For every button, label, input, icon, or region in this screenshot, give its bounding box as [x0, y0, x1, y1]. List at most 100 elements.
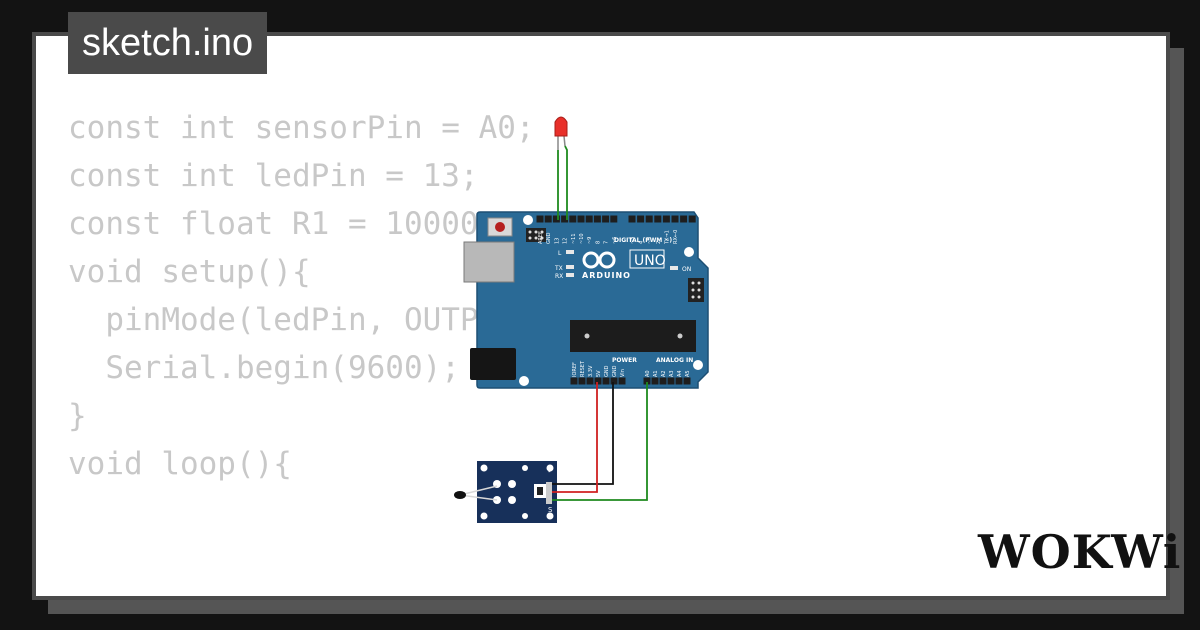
- ntc-sensor-module[interactable]: - S: [454, 461, 557, 523]
- wires: [552, 145, 648, 501]
- pin-socket[interactable]: [671, 215, 679, 223]
- pin-label: A1: [653, 370, 659, 377]
- pin-socket[interactable]: [610, 215, 618, 223]
- pin-socket[interactable]: [552, 215, 560, 223]
- pin-label: 5V: [596, 370, 602, 377]
- pin-socket[interactable]: [569, 215, 577, 223]
- pin-label: 3.3V: [588, 365, 594, 377]
- sensor-pin-label: -: [548, 468, 551, 476]
- file-tab[interactable]: sketch.ino: [68, 12, 268, 74]
- pin-label: A0: [645, 370, 651, 377]
- microcontroller-chip: [570, 320, 696, 352]
- mount-hole: [519, 376, 529, 386]
- analog-pin-header[interactable]: [643, 377, 691, 385]
- usb-port: [463, 241, 515, 283]
- pin-socket[interactable]: [578, 377, 586, 385]
- pin-socket[interactable]: [544, 215, 552, 223]
- pin-label: AREF: [538, 231, 544, 244]
- pin-socket[interactable]: [586, 377, 594, 385]
- arduino-infinity-logo: [582, 251, 616, 269]
- led-rx-label: RX: [555, 273, 563, 280]
- brand-label: ARDUINO: [582, 271, 631, 280]
- pin-socket[interactable]: [645, 215, 653, 223]
- digital-pin-header[interactable]: [536, 215, 696, 223]
- pin-socket[interactable]: [659, 377, 667, 385]
- mount-hole: [523, 215, 533, 225]
- pin-label: ~3: [647, 237, 653, 244]
- icsp-header: [526, 228, 546, 242]
- pin-socket[interactable]: [577, 215, 585, 223]
- sensor-resistor-body: [537, 487, 543, 495]
- pin-label: RX←0: [673, 230, 679, 244]
- pin-socket[interactable]: [680, 215, 688, 223]
- pin-socket[interactable]: [637, 215, 645, 223]
- pin-label: 7: [604, 241, 610, 244]
- pin-label: 12: [563, 238, 569, 244]
- pin-label: ~9: [587, 237, 593, 244]
- code-line: }: [68, 398, 87, 434]
- pin-label: 8: [595, 241, 601, 244]
- icsp-header: [688, 278, 704, 302]
- pin-label: RESET: [580, 360, 586, 377]
- arduino-uno-board[interactable]: DIGITAL (PWM ~) L TX RX ARDUINO UNO ON P…: [463, 211, 709, 389]
- pin-socket[interactable]: [651, 377, 659, 385]
- pin-label: 13: [554, 238, 560, 244]
- file-tab-label: sketch.ino: [82, 22, 254, 64]
- pin-socket[interactable]: [602, 215, 610, 223]
- pin-socket[interactable]: [585, 215, 593, 223]
- pin-label: ~5: [630, 237, 636, 244]
- analog-label: ANALOG IN: [656, 357, 693, 364]
- led-tx-label: TX: [554, 265, 563, 272]
- pin-socket[interactable]: [683, 377, 691, 385]
- thermistor-bead: [454, 491, 466, 499]
- pin-label: ~11: [571, 233, 577, 244]
- wire-sensor-signal[interactable]: [552, 382, 648, 501]
- pin-label: IOREF: [572, 362, 578, 377]
- pin-label: A5: [685, 370, 691, 377]
- led-body: [554, 116, 568, 137]
- sensor-pin-header[interactable]: [546, 482, 552, 504]
- pin-label: A3: [669, 370, 675, 377]
- wire-sensor-gnd[interactable]: [552, 382, 614, 485]
- power-jack: [470, 348, 516, 380]
- code-line: const int ledPin = 13;: [68, 158, 479, 194]
- pin-label: TX→1: [664, 230, 670, 245]
- mount-hole: [684, 247, 694, 257]
- pin-socket[interactable]: [643, 377, 651, 385]
- chip-notch: [584, 333, 590, 339]
- digital-header-label: DIGITAL (PWM ~): [614, 237, 672, 244]
- pin-socket[interactable]: [561, 215, 569, 223]
- power-label: POWER: [612, 357, 637, 364]
- wire-led-to-pin13[interactable]: [564, 145, 568, 220]
- power-pin-header[interactable]: [570, 377, 626, 385]
- pin-label: A4: [677, 370, 683, 377]
- mount-hole: [693, 360, 703, 370]
- pin-socket[interactable]: [536, 215, 544, 223]
- power-led: [670, 266, 678, 270]
- model-label-box: [629, 249, 665, 269]
- sensor-pin-label: S: [548, 506, 553, 514]
- pin-socket[interactable]: [628, 215, 636, 223]
- pin-socket[interactable]: [675, 377, 683, 385]
- pin-socket[interactable]: [593, 215, 601, 223]
- thermistor-lead: [459, 494, 498, 501]
- wokwi-logo: WOKWi: [977, 525, 1180, 579]
- pin-socket[interactable]: [662, 215, 670, 223]
- code-line: Serial.begin(9600);: [68, 350, 460, 386]
- pin-socket[interactable]: [570, 377, 578, 385]
- pin-socket[interactable]: [654, 215, 662, 223]
- wire-sensor-vcc[interactable]: [552, 382, 598, 493]
- code-line: const int sensorPin = A0;: [68, 110, 535, 146]
- pin-socket[interactable]: [594, 377, 602, 385]
- pin-socket[interactable]: [667, 377, 675, 385]
- pin-socket[interactable]: [618, 377, 626, 385]
- pin-socket[interactable]: [610, 377, 618, 385]
- pin-label: 2: [656, 241, 662, 244]
- led-rx: [566, 273, 574, 277]
- red-led[interactable]: [554, 116, 568, 150]
- pin-socket[interactable]: [602, 377, 610, 385]
- pin-socket[interactable]: [688, 215, 696, 223]
- pin-label: GND: [546, 232, 552, 244]
